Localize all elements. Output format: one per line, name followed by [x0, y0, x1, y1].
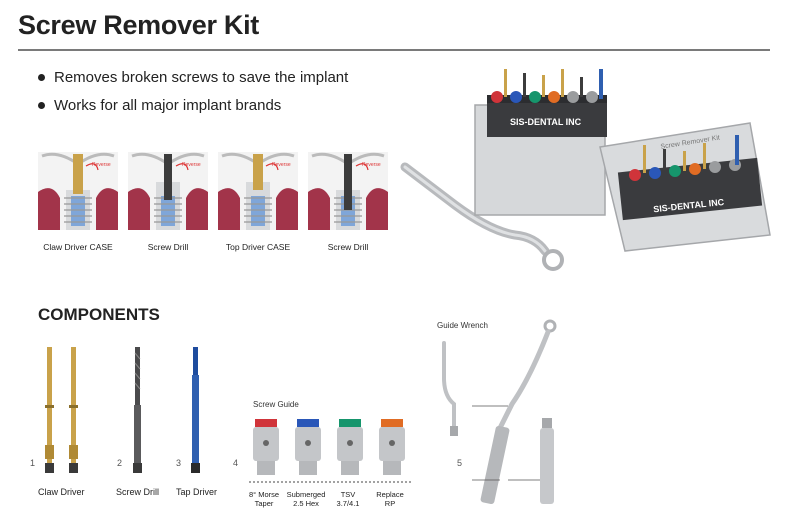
- claw-driver-image: [45, 347, 78, 473]
- component-number: 5: [457, 458, 463, 468]
- component-number: 2: [117, 458, 123, 468]
- procedure-illustration-claw-driver: Reverse: [38, 152, 118, 230]
- guide-wrench-photo: [400, 162, 564, 271]
- kit-back-label: SIS-DENTAL INC: [510, 117, 582, 127]
- component-number: 1: [30, 458, 36, 468]
- procedure-caption: Screw Drill: [147, 242, 189, 252]
- reverse-tag: Reverse: [272, 162, 291, 168]
- component-number: 4: [233, 458, 239, 468]
- guide-wrench-title: Guide Wrench: [437, 321, 488, 330]
- screw-guide-orange: [379, 419, 405, 475]
- bullet-text: Works for all major implant brands: [54, 97, 282, 114]
- procedure-illustration-screw-drill-1: Reverse: [128, 152, 208, 230]
- screw-guide-green: [337, 419, 363, 475]
- guide-wrench-image: [442, 319, 557, 505]
- kit-box-back: SIS-DENTAL INC: [474, 69, 607, 216]
- guide-label: Submerged 2.5 Hex: [286, 490, 326, 508]
- screw-guide-red: [253, 419, 279, 475]
- guide-label: TSV 3.7/4.1: [336, 490, 360, 508]
- kit-box-front: SIS-DENTAL INC Screw Remover Kit: [599, 122, 771, 252]
- reverse-tag: Reverse: [92, 162, 111, 168]
- screw-drill-image: [133, 347, 142, 473]
- kit-product-photo: SIS-DENTAL INC SIS-DENTAL INC Screw Remo…: [400, 69, 771, 271]
- procedure-caption: Screw Drill: [327, 242, 369, 252]
- procedure-illustration-screw-drill-2: Reverse: [308, 152, 388, 230]
- component-number: 3: [176, 458, 182, 468]
- bullet-item: Removes broken screws to save the implan…: [38, 69, 348, 86]
- component-label: Claw Driver: [38, 487, 85, 497]
- title-divider: [18, 49, 770, 51]
- page-title: Screw Remover Kit: [18, 10, 259, 40]
- bullet-item: Works for all major implant brands: [38, 97, 281, 114]
- procedure-caption: Top Driver CASE: [225, 242, 291, 252]
- procedure-caption: Claw Driver CASE: [43, 242, 113, 252]
- bullet-icon: [38, 73, 45, 81]
- guide-label: 8° Morse Taper: [248, 490, 280, 508]
- screw-guide-blue: [295, 419, 321, 475]
- component-label: Screw Drill: [116, 487, 160, 497]
- reverse-tag: Reverse: [362, 162, 381, 168]
- guide-label: Replace RP: [376, 490, 404, 508]
- component-label: Tap Driver: [176, 487, 218, 497]
- screw-guide-title: Screw Guide: [253, 400, 299, 409]
- tap-driver-image: [191, 347, 200, 473]
- reverse-tag: Reverse: [182, 162, 201, 168]
- screw-guide-images: [249, 419, 411, 483]
- bullet-icon: [38, 101, 45, 109]
- procedure-illustration-top-driver: Reverse: [218, 152, 298, 230]
- bullet-text: Removes broken screws to save the implan…: [54, 69, 349, 86]
- components-heading: COMPONENTS: [38, 305, 160, 324]
